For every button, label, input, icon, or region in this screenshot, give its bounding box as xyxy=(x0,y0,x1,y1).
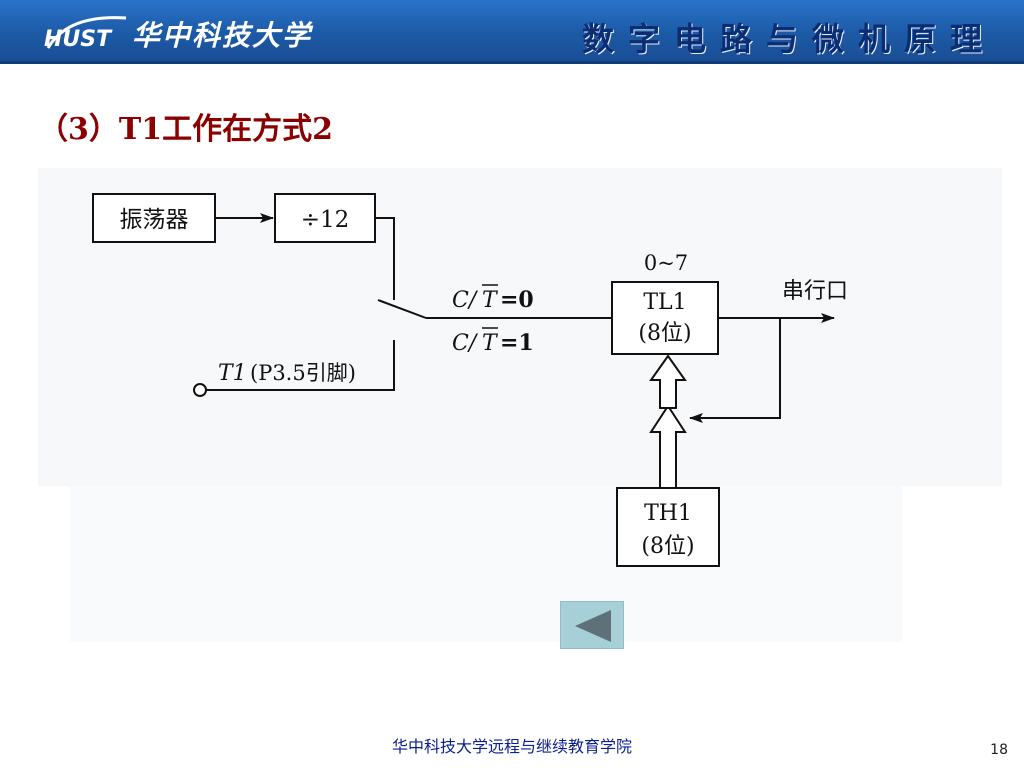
logo-text: HUST xyxy=(44,27,113,52)
reload-arrow-upper xyxy=(649,354,687,409)
header-banner: HUST 华中科技大学 数字电路与微机原理 xyxy=(0,0,1024,64)
school-name: 华中科技大学 xyxy=(132,19,313,52)
page-number: 18 xyxy=(990,742,1008,758)
ct0-label-value: =0 xyxy=(500,287,534,313)
th1-box xyxy=(616,487,720,567)
reload-arrow-lower xyxy=(649,404,687,489)
oscillator-label: 振荡器 xyxy=(120,207,189,233)
timer-mode2-diagram: 振荡器 ÷12 C/ T =0 C/ T =1 T1 (P3.5引脚) 0~7 … xyxy=(92,193,848,567)
ct0-label-t: T xyxy=(482,288,499,313)
diagram-background-lower xyxy=(70,486,902,642)
back-triangle-icon xyxy=(575,610,611,642)
t1-pin-line xyxy=(206,340,395,391)
overflow-feedback-line xyxy=(689,318,781,423)
serial-port-label: 串行口 xyxy=(782,279,848,304)
oscillator-box xyxy=(92,193,216,243)
ct1-label-prefix: C/ xyxy=(452,331,479,356)
th1-bits: (8位) xyxy=(641,534,694,559)
tl1-box xyxy=(611,281,719,355)
back-nav-button[interactable] xyxy=(560,601,624,649)
divider-label: ÷12 xyxy=(301,207,350,233)
divider-output-line xyxy=(375,217,395,300)
tl1-name: TL1 xyxy=(643,290,686,315)
course-title: 数字电路与微机原理 xyxy=(581,20,996,58)
pin-label-t1: T1 xyxy=(218,361,247,386)
ct0-label-prefix: C/ xyxy=(452,288,479,313)
section-title: （3）T1工作在方式2 xyxy=(38,112,333,147)
university-logo-icon: HUST xyxy=(44,16,127,52)
tl1-bits: (8位) xyxy=(638,321,691,346)
ct1-label-t: T xyxy=(482,331,499,356)
bit-range-label: 0~7 xyxy=(644,251,688,275)
switch-arm xyxy=(377,299,427,319)
t1-pin-terminal xyxy=(193,383,207,397)
th1-name: TH1 xyxy=(644,501,692,526)
ct1-label-value: =1 xyxy=(500,330,534,356)
footer-institution: 华中科技大学远程与继续教育学院 xyxy=(391,737,632,756)
pin-label-rest: (P3.5引脚) xyxy=(250,361,356,385)
